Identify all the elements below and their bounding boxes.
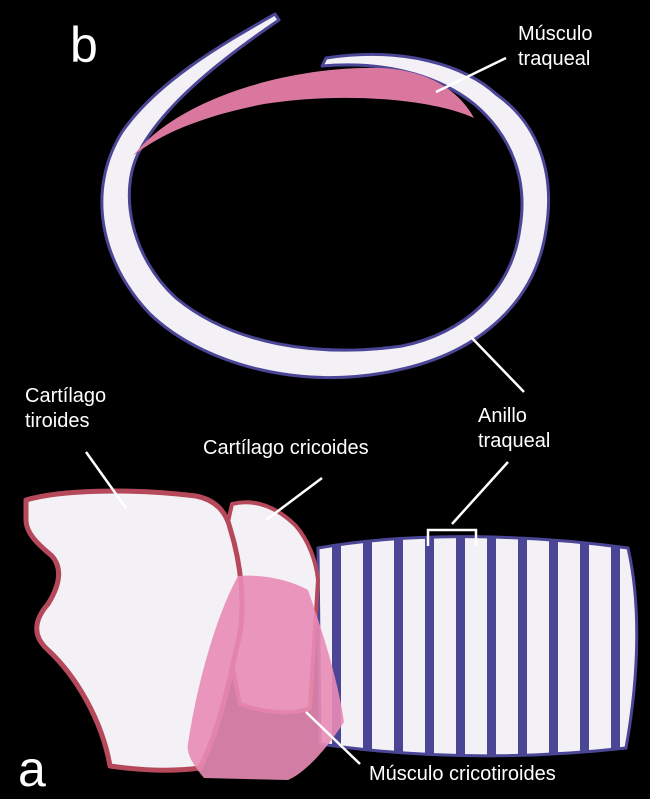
label-musculo-cricotiroides: Músculo cricotiroides [369, 762, 556, 787]
panel-letter-a: a [18, 744, 46, 794]
leader-line-cartilago-cricoides [266, 478, 322, 520]
leader-line-anillo-traqueal-ring [470, 336, 524, 392]
label-musculo-traqueal: Músculo traqueal [518, 22, 592, 72]
label-cartilago-tiroides: Cartílago tiroides [25, 384, 106, 434]
tracheal-rings [318, 537, 637, 756]
leader-line-anillo-traqueal-bracket [452, 462, 508, 524]
label-cartilago-cricoides: Cartílago cricoides [203, 436, 369, 461]
label-anillo-traqueal: Anillo traqueal [478, 404, 550, 454]
panel-letter-b: b [70, 20, 98, 70]
trachea-tube [318, 537, 637, 756]
